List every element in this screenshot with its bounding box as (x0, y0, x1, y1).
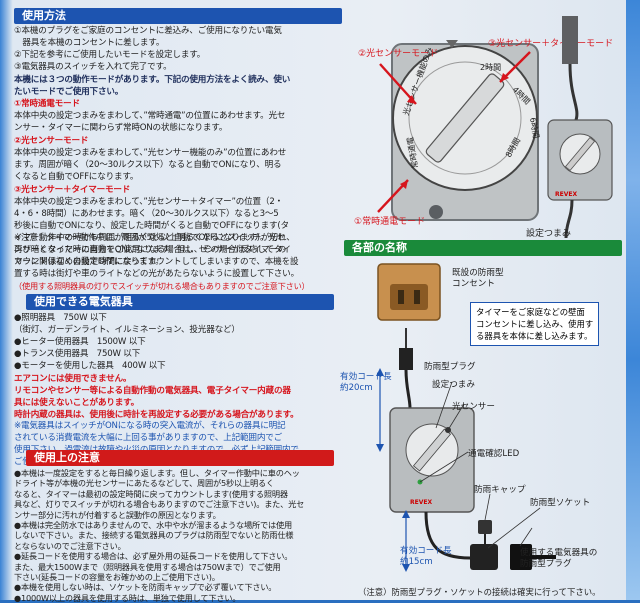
usage-note-line: 再び暗くなった時に自動でONになります。但し、その場合はタイマーの (14, 245, 287, 256)
caution-line: ンサー部分に汚れが付着すると誤動作の原因となります。 (14, 509, 221, 520)
usage-note-line: 置する時は街灯や車のライトなどの光があたらないように設置して下さい。 (14, 269, 299, 280)
device-line: ●照明器具 750W 以下 (14, 313, 107, 323)
mode3-line: イマー動作中の時でも周囲が明るくなると自動でOFFになります)。光セ (14, 233, 286, 244)
caution-line: 具など、灯りでスイッチが切れる場合もありますのでご注意下さい)。また、光セ (14, 499, 305, 510)
devices-list: ●照明器具 750W 以下 （街灯、ガーデンライト、イルミネーション、投光器など）… (14, 312, 240, 372)
parts-sensor-label: 光センサー (452, 402, 495, 412)
dial-mode2-label: ②光センサーモード (358, 47, 438, 59)
mode2-text: 本体中央の設定つまみをまわして、”光センサー機能のみ”の位置にあわせます。周囲が… (14, 147, 286, 183)
caution-line: 下さい(延長コードの容量をお確かめの上ご使用下さい)。 (14, 572, 220, 583)
caution-line: なると、タイマーは最初の設定時間に戻ってカウントします(使用する照明器 (14, 488, 288, 499)
mode2-line: くなると自動でOFFになります。 (14, 172, 139, 183)
mode2-title: ②光センサーモード (14, 136, 89, 146)
sheet-edge (626, 0, 640, 600)
mode3-text: 本体中央の設定つまみをまわして、”光センサー＋タイマー”の位置（2・ 4・6・8時… (14, 196, 291, 269)
plug (399, 348, 413, 370)
socket (470, 544, 498, 570)
usage-step-line: ②下記を参考にご使用したいモードを設定します。 (14, 50, 206, 61)
parts-led-label: 通電確認LED (468, 449, 520, 459)
parts-diagram: REVEX (376, 263, 556, 572)
usage-header: 使用方法 (14, 8, 342, 24)
device-note-line: ※電気器具はスイッチがONになる時の突入電流が、それらの器具に明記 (14, 421, 286, 431)
parts-header: 各部の名称 (344, 240, 622, 256)
parts-knob-label: 設定つまみ (432, 380, 475, 390)
dial-mode3-label: ③光センサー＋タイマーモード (488, 37, 613, 49)
device-warning-line: リモコンやセンサー等による自動作動の電気器具、電子タイマー内蔵の器 (14, 386, 291, 397)
body-brand: REVEX (410, 499, 432, 506)
mode3-line: ンサーとタイマーの両方をご使用になる場合は、センサーが反応してタイ (14, 245, 291, 256)
device-line: ●モーターを使用した器具 400W 以下 (14, 361, 166, 372)
usage-intro-line: 本機には３つの動作モードがあります。下記の使用方法をよく読み、使い (14, 75, 291, 85)
mode3-line: 秒後に自動でONになり、設定した時間がくると自動でOFFになります(タ (14, 221, 289, 232)
usage-intro: 本機には３つの動作モードがあります。下記の使用方法をよく読み、使いたいモードでご… (14, 74, 290, 98)
caution-line: また、最大1500Wまで（照明器具を使用する場合は750Wまで）でご使用 (14, 561, 281, 572)
mode1-text: 本体中央の設定つまみをまわして、”常時通電”の位置にあわせます。光センサー・タイ… (14, 110, 285, 134)
usage-note-line: カウントは初めの設定時間に戻ってカウントしてしまいますので、本機を設 (14, 257, 299, 268)
caution-line: ●延長コードを使用する場合は、必ず屋外用の延長コードを使用して下さい。 (14, 551, 293, 562)
device-warning-line: 具には使えないことがあります。 (14, 398, 140, 409)
screw-hole (429, 205, 443, 219)
parts-cord-bottom-label: 有効コード長 約15cm (400, 546, 452, 567)
caution-line: ●本機は完全防水ではありませんので、水中や水が溜まるような場所では使用 (14, 520, 292, 531)
mode1-line: 本体中央の設定つまみをまわして、”常時通電”の位置にあわせます。光セ (14, 111, 286, 121)
knob (425, 73, 505, 163)
parts-outlet-label: 既設の防雨型 コンセント (452, 268, 504, 289)
mode3-title: ③光センサー＋タイマーモード (14, 185, 131, 195)
caution-header: 使用上の注意 (26, 450, 334, 466)
footer-note: （注意）防雨型プラグ・ソケットの接続は確実に行って下さい。 (358, 587, 601, 597)
caution-line: ●本機は一度設定をすると毎日繰り返します。但し、タイマー作動中に車のヘッ (14, 468, 300, 478)
device-line: ●ヒーター使用器具 1500W 以下 (14, 337, 146, 348)
parts-device-plug-label: 使用する電気器具の 防雨型プラグ (520, 548, 598, 569)
caution-line: ドライト等が本機の光センサーにあたるなどして、周囲が5秒以上明るく (14, 478, 274, 489)
devices-header: 使用できる電気器具 (26, 294, 334, 310)
mini-knob-label: 設定つまみ (526, 227, 571, 238)
mode3-line: 4・6・8時間）にあわせます。暗く（20～30ルクス以下）なると3～5 (14, 209, 279, 220)
usage-note: ※注意：タイマー動作中に、周囲が5秒以上明るくなるとスイッチが切れ、再び暗くなっ… (14, 232, 299, 280)
devices-warnings: エアコンには使用できません。リモコンやセンサー等による自動作動の電気器具、電子タ… (14, 373, 299, 421)
dial-hour-6: 6時間 (528, 117, 541, 139)
device-plug (510, 544, 532, 570)
cap (478, 520, 492, 534)
mode1-line: ンサー・タイマーに関わらず常時ONの状態になります。 (14, 123, 228, 134)
parts-plug-label: 防雨型プラグ (424, 362, 476, 372)
parts-socket-label: 防雨型ソケット (530, 498, 591, 508)
mode3-line: マーに関係なく自動でOFFになります。 (14, 257, 164, 268)
device-line: （街灯、ガーデンライト、イルミネーション、投光器など） (14, 325, 240, 336)
parts-cap-label: 防雨キャップ (474, 485, 526, 495)
caution-text: ●本機は一度設定をすると毎日繰り返します。但し、タイマー作動中に車のヘッドライト… (14, 468, 304, 603)
dial-mode1-label: ①常時通電モード (354, 215, 425, 227)
mini-brand: REVEX (555, 191, 577, 198)
usage-step-line: ③電気器具のスイッチを入れて完了です。 (14, 62, 172, 73)
device-warning-line: エアコンには使用できません。 (14, 374, 132, 384)
parts-cord-top-label: 有効コード長 約20cm (340, 372, 392, 393)
dial-hour-2: 2時間 (480, 63, 501, 72)
parts-info-box: タイマーをご家庭などの壁面 コンセントに差し込み、使用す る器具を本体に差し込み… (470, 302, 600, 346)
caution-line: ●1000W以上の器具を使用する時は、単独で使用して下さい。 (14, 592, 241, 603)
caution-line: しないで下さい。また、接続する電気器具のプラグは防雨型でないと防雨仕様 (14, 530, 294, 541)
dial-diagram: 2時間 4時間 6時間 8時間 光センサー機能のみ 常時通電 ②光センサーモード… (354, 16, 613, 238)
usage-steps: ①本機のプラグをご家庭のコンセントに差込み、ご使用になりたい電気 器具を本機のコ… (14, 25, 282, 73)
usage-step-line: ①本機のプラグをご家庭のコンセントに差込み、ご使用になりたい電気 (14, 26, 282, 36)
caution-line: とならないのでご注意下さい。 (14, 540, 126, 551)
mode2-line: ます。周囲が暗く（20～30ルクス以下）なると自動でONになり、明る (14, 160, 282, 171)
device-note-line: されている消費電流を大幅に上回る事がありますので、上記範囲内でご (14, 433, 282, 444)
usage-step-line: 器具を本機のコンセントに差します。 (14, 38, 165, 49)
mode2-line: 本体中央の設定つまみをまわして、”光センサー機能のみ”の位置にあわせ (14, 148, 287, 158)
usage-note-red: （使用する照明器具の灯りでスイッチが切れる場合もありますのでご注意下さい） (14, 281, 310, 291)
device-warning-line: 時計内蔵の器具は、使用後に時計を再設定する必要がある場合があります。 (14, 410, 299, 421)
device-line: ●トランス使用器具 750W 以下 (14, 349, 141, 360)
caution-line: ●本機を使用しない時は、ソケットを防雨キャップで必ず覆いて下さい。 (14, 582, 277, 593)
usage-intro-line: たいモードでご使用下さい。 (14, 87, 124, 98)
usage-note-line: ※注意：タイマー動作中に、周囲が5秒以上明るくなるとスイッチが切れ、 (14, 233, 295, 243)
mode3-line: 本体中央の設定つまみをまわして、”光センサー＋タイマー”の位置（2・ (14, 197, 283, 207)
mode1-title: ①常時通電モード (14, 99, 80, 109)
